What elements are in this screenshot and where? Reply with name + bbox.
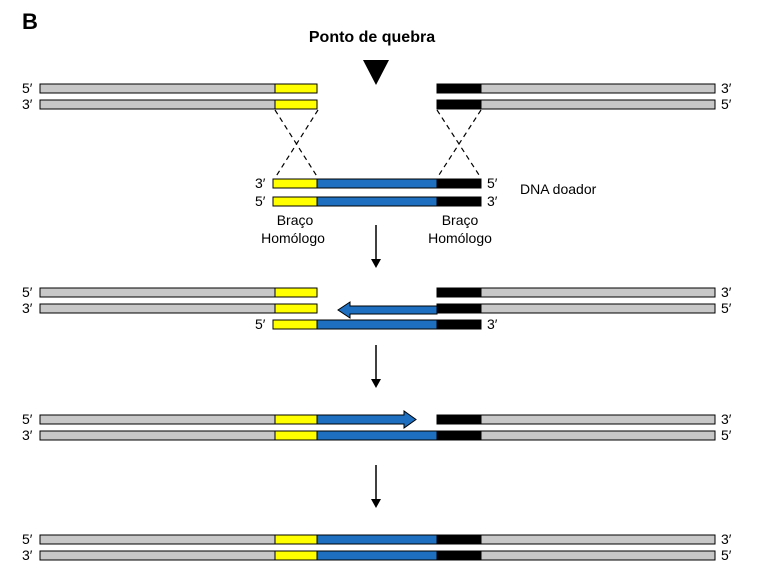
right-arm-label-line1: Braço [442,212,479,228]
donor-dna-label: DNA doador [520,181,597,197]
end-label-3: 3′ [255,175,266,191]
down-arrow-2 [371,345,381,388]
stage-3-extension: 5′ 3′ 3′ 5′ [22,410,732,443]
end-label-5: 5′ [255,193,266,209]
left-arm-label-line1: Braço [277,212,314,228]
end-label-3: 3′ [721,80,732,96]
break-point-title: Ponto de quebra [309,29,435,46]
left-top-strand [39,83,276,94]
end-label-5: 5′ [721,427,732,443]
left-arm-label-line2: Homólogo [261,230,325,246]
end-label-5: 5′ [22,284,33,300]
end-label-3: 3′ [721,284,732,300]
right-bottom-homology [436,99,482,110]
end-label-3: 3′ [22,96,33,112]
left-top-homology [274,83,318,94]
end-label-3: 3′ [721,531,732,547]
end-label-3: 3′ [487,316,498,332]
end-label-5: 5′ [22,80,33,96]
synthesis-arrow-left [337,301,438,319]
right-top-homology [436,83,482,94]
end-label-5: 5′ [255,316,266,332]
end-label-3: 3′ [721,411,732,427]
right-bottom-strand [480,99,716,110]
end-label-5: 5′ [22,411,33,427]
stage-2-strand-invasion: 5′ 3′ 5′ 3′ 3′ 5′ [22,284,732,332]
left-bottom-strand [39,99,276,110]
end-label-3: 3′ [22,547,33,563]
left-bottom-homology [274,99,318,110]
end-label-5: 5′ [721,300,732,316]
end-label-5: 5′ [721,96,732,112]
end-label-3: 3′ [487,193,498,209]
synthesis-arrow-right [316,410,417,429]
end-label-5: 5′ [487,175,498,191]
break-point-arrowhead [363,60,389,85]
crossover-lines [274,109,482,179]
donor-dna: 3′ 5′ 5′ 3′ DNA doador Braço Homólogo Br… [255,175,597,246]
down-arrow-3 [371,465,381,508]
end-label-5: 5′ [721,547,732,563]
down-arrow-1 [371,225,381,268]
right-arm-label-line2: Homólogo [428,230,492,246]
end-label-3: 3′ [22,427,33,443]
end-label-3: 3′ [22,300,33,316]
end-label-5: 5′ [22,531,33,547]
stage-1-broken-chromosome: 5′ 3′ 3′ 5′ [22,80,732,112]
stage-4-repaired-chromosome: 5′ 3′ 3′ 5′ [22,531,732,563]
panel-label: B [22,9,38,34]
right-top-strand [480,83,716,94]
